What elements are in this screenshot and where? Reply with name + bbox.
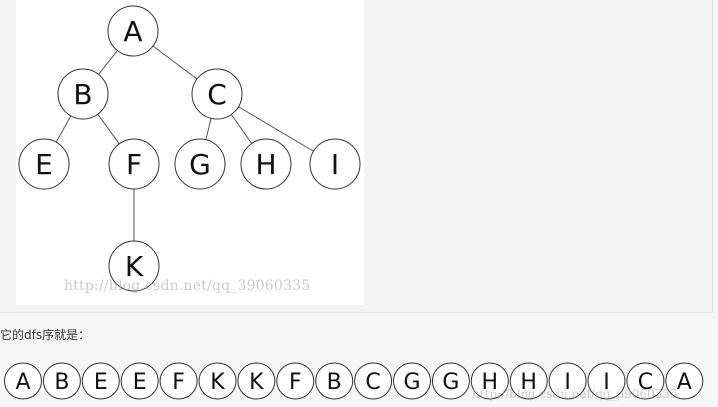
seq-circle	[548, 362, 587, 400]
node-C: C	[191, 68, 243, 120]
node-I: I	[309, 138, 361, 190]
seq-circle	[626, 362, 665, 400]
seq-item: K	[198, 362, 237, 400]
node-F: F	[108, 138, 160, 190]
seq-label: E	[94, 370, 108, 395]
seq-circle	[354, 362, 393, 400]
seq-circle	[431, 362, 470, 400]
node-label-K: K	[125, 250, 144, 283]
seq-item: E	[81, 362, 120, 400]
node-label-C: C	[207, 78, 227, 111]
sequence-watermark: http://blog.csdn.net/qq_39060335	[472, 387, 678, 401]
seq-label: K	[210, 370, 225, 395]
seq-label: C	[365, 370, 380, 395]
node-label-I: I	[331, 148, 339, 181]
seq-item: F	[159, 362, 198, 400]
node-label-H: H	[255, 148, 276, 181]
seq-item: A	[4, 362, 42, 400]
edge-C-I	[238, 106, 314, 152]
seq-circle	[276, 362, 315, 400]
seq-label: F	[289, 370, 302, 395]
tree-watermark: http://blog.csdn.net/qq_39060335	[64, 278, 311, 294]
seq-label: E	[133, 370, 147, 395]
seq-item: G	[431, 362, 470, 400]
node-circle-I	[309, 138, 361, 190]
node-label-A: A	[123, 15, 142, 48]
seq-circle	[509, 362, 548, 400]
node-K: K	[108, 240, 160, 292]
edge-C-H	[230, 114, 253, 144]
tree-diagram: AB C E F G H I K	[18, 5, 361, 292]
edge-C-G	[205, 118, 212, 140]
node-circle-G	[174, 138, 226, 190]
node-circle-C	[191, 68, 243, 120]
seq-circle	[393, 362, 431, 400]
node-circle-B	[57, 68, 109, 120]
seq-item: H	[470, 362, 509, 400]
seq-item: C	[626, 362, 665, 400]
seq-circle	[159, 362, 198, 400]
edge-A-B	[98, 50, 118, 75]
node-label-E: E	[35, 148, 53, 181]
node-circle-E	[18, 138, 70, 190]
node-label-F: F	[126, 148, 142, 181]
seq-item: B	[42, 362, 81, 400]
node-circle-H	[240, 138, 292, 190]
node-H: H	[240, 138, 292, 190]
node-circle-F	[108, 138, 160, 190]
seq-circle	[315, 362, 354, 400]
seq-item: K	[237, 362, 276, 400]
node-label-B: B	[73, 78, 92, 111]
node-G: G	[174, 138, 226, 190]
seq-item: I	[548, 362, 587, 400]
seq-circle	[42, 362, 81, 400]
seq-circle	[587, 362, 626, 400]
seq-item: F	[276, 362, 315, 400]
seq-label: H	[482, 370, 499, 395]
dfs-caption: 它的dfs序就是：	[0, 328, 91, 342]
seq-label: G	[442, 370, 459, 395]
seq-item: G	[393, 362, 431, 400]
node-label-G: G	[189, 148, 211, 181]
seq-circle	[665, 362, 704, 400]
seq-label: B	[327, 370, 342, 395]
seq-circle	[120, 362, 159, 400]
seq-item: I	[587, 362, 626, 400]
seq-circle	[237, 362, 276, 400]
seq-item: H	[509, 362, 548, 400]
seq-label: I	[564, 370, 571, 395]
node-circle-K	[108, 240, 160, 292]
edge-B-E	[55, 115, 72, 143]
seq-label: G	[403, 370, 420, 395]
node-A: A	[107, 5, 159, 57]
seq-label: A	[677, 370, 692, 395]
seq-item: E	[120, 362, 159, 400]
seq-circle	[470, 362, 509, 400]
node-E: E	[18, 138, 70, 190]
seq-circle	[81, 362, 120, 400]
edge-A-C	[152, 45, 198, 80]
node-circle-A	[107, 5, 159, 57]
node-B: B	[57, 68, 109, 120]
seq-label: K	[249, 370, 264, 395]
edge-B-F	[97, 113, 120, 145]
seq-label: F	[172, 370, 185, 395]
seq-label: B	[54, 370, 69, 395]
seq-label: H	[520, 370, 537, 395]
seq-circle	[198, 362, 237, 400]
seq-label: I	[603, 370, 610, 395]
seq-circle	[4, 362, 42, 400]
seq-item: B	[315, 362, 354, 400]
seq-item: C	[354, 362, 393, 400]
seq-label: A	[15, 370, 30, 395]
seq-item: A	[665, 362, 704, 400]
seq-label: C	[638, 370, 653, 395]
